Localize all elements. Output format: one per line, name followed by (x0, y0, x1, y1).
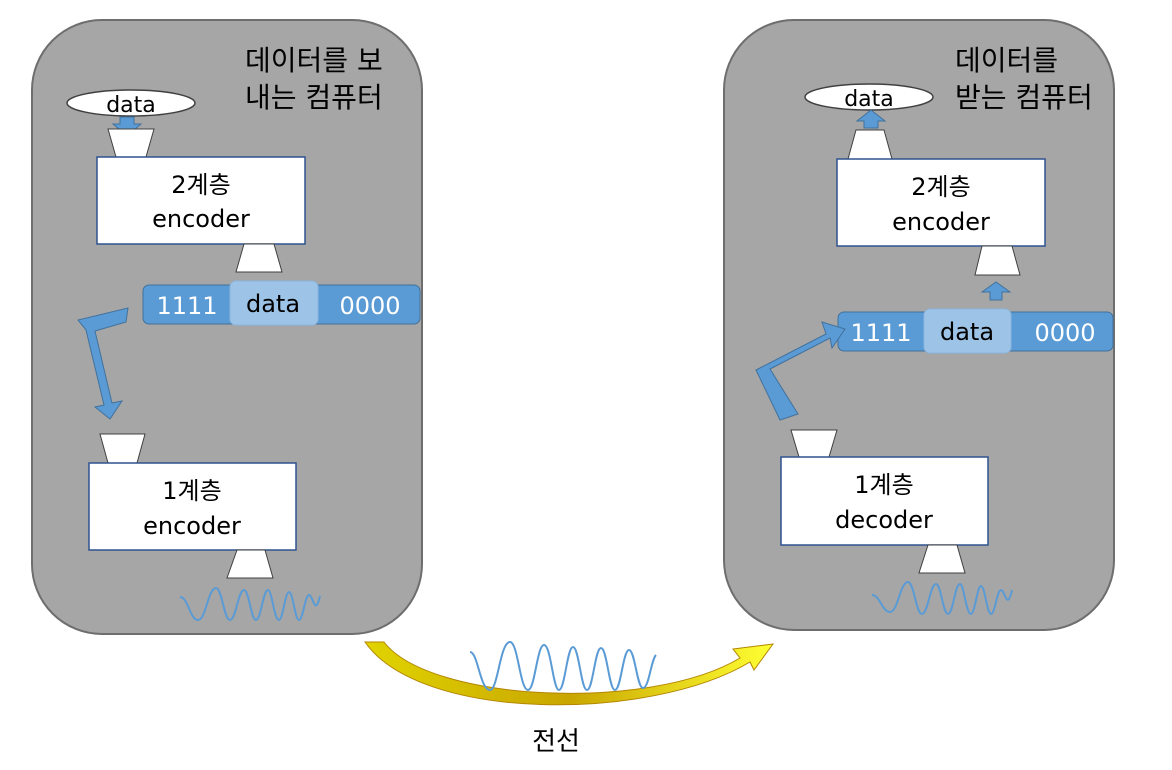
receiver-bent-arrow-icon (755, 321, 846, 421)
sender-frame-left: 1111 (156, 292, 217, 320)
sender-layer1-output-port (226, 549, 274, 579)
sender-layer1-box (88, 462, 297, 551)
receiver-data-ellipse (804, 83, 934, 111)
receiver-layer1-line1: 1계층 (854, 471, 913, 499)
receiver-layer2-line2: encoder (892, 208, 990, 236)
sender-layer1-input-port (99, 433, 146, 464)
receiver-layer2-line1: 2계층 (911, 173, 970, 201)
sender-layer2-box (96, 156, 306, 245)
receiver-data-label: data (844, 87, 894, 112)
sender-layer2-output-port (235, 243, 283, 273)
sender-frame-middle-label: data (246, 290, 300, 318)
sender-layer2-line2: encoder (152, 205, 250, 233)
wire-arrow-icon (364, 641, 775, 706)
sender-data-label: data (106, 93, 156, 118)
receiver-frame-right: 0000 (1034, 319, 1095, 347)
sender-computer: 데이터를 보 내는 컴퓨터 data 2계층 encoder 1111 data… (31, 19, 423, 635)
sender-title-line1: 데이터를 보 (245, 44, 383, 77)
receiver-layer2-output-port (847, 129, 893, 160)
sender-title-line2: 내는 컴퓨터 (245, 81, 383, 114)
receiver-frame-middle-label: data (940, 318, 994, 346)
receiver-layer1-box (780, 456, 989, 546)
wire-connection: 전선 (364, 640, 775, 757)
receiver-title-line1: 데이터를 (955, 44, 1058, 77)
sender-layer2-input-port (107, 128, 155, 158)
receiver-layer2-input-port (974, 245, 1021, 276)
sender-signal-wave (179, 586, 321, 622)
wire-signal-wave (469, 640, 657, 692)
sender-bent-arrow-icon (77, 307, 129, 420)
sender-layer2-line1: 2계층 (171, 171, 230, 199)
receiver-up-arrow-icon (855, 109, 887, 129)
sender-layer1-line1: 1계층 (162, 477, 221, 505)
receiver-signal-wave (871, 580, 1013, 616)
receiver-layer1-output-port (790, 429, 838, 458)
receiver-frame-left: 1111 (850, 319, 911, 347)
receiver-computer: 데이터를 받는 컴퓨터 data 2계층 encoder 1111 data 0… (723, 19, 1115, 631)
wire-label: 전선 (532, 727, 580, 757)
receiver-layer2-box (836, 158, 1046, 247)
receiver-title-line2: 받는 컴퓨터 (955, 81, 1093, 114)
sender-data-ellipse (66, 89, 196, 117)
receiver-small-up-arrow-icon (980, 281, 1012, 301)
sender-layer1-line2: encoder (143, 512, 241, 540)
receiver-layer1-input-port (918, 544, 966, 574)
sender-frame-middle (229, 280, 319, 326)
sender-frame-right: 0000 (339, 292, 400, 320)
receiver-layer1-line2: decoder (835, 506, 933, 534)
receiver-frame-middle (923, 308, 1012, 354)
